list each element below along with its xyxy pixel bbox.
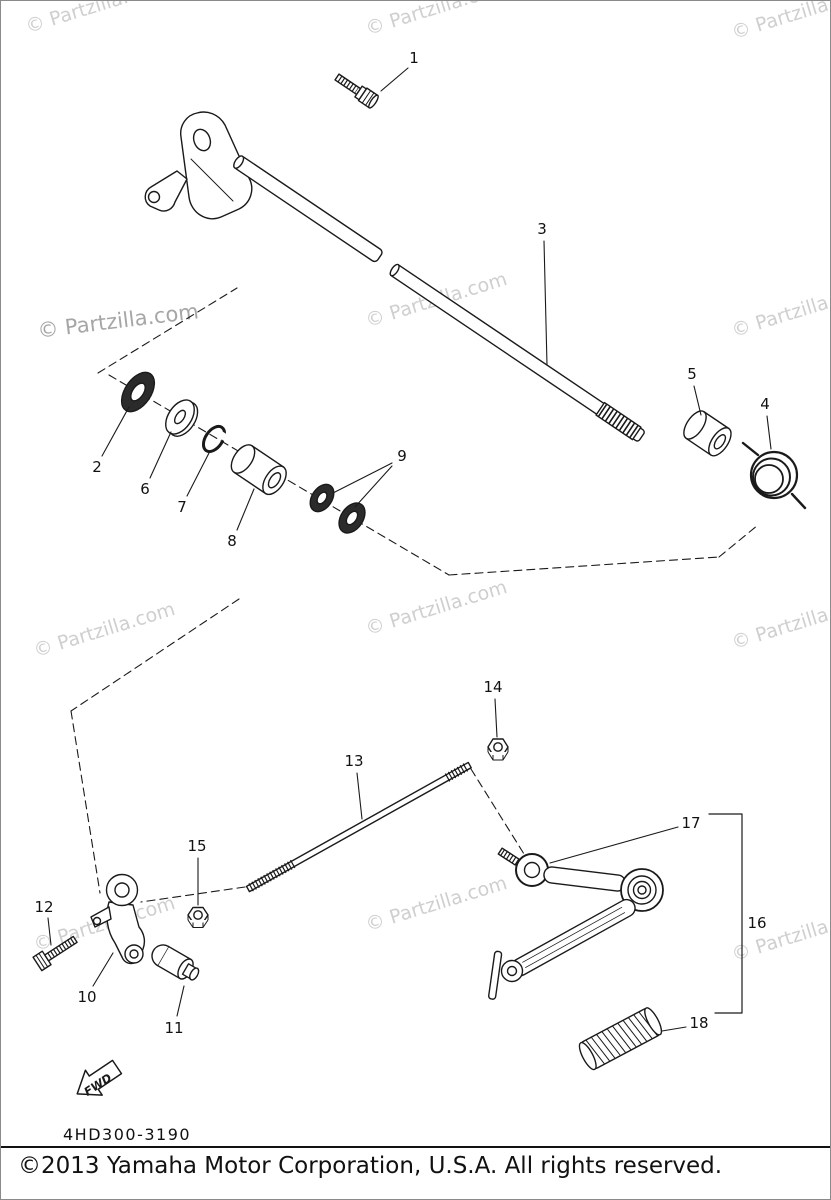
leader-line-9	[332, 462, 393, 494]
copyright-text: ©2013 Yamaha Motor Corporation, U.S.A. A…	[18, 1153, 723, 1179]
footer-divider	[1, 1146, 830, 1148]
leader-line-5	[693, 385, 702, 416]
part-11-stopper	[151, 944, 200, 981]
leader-line-6	[149, 431, 172, 479]
part-18-footpeg	[578, 1007, 663, 1071]
leader-line-13	[356, 772, 363, 820]
diagram-part-code: 4HD300-3190	[63, 1125, 192, 1144]
leader-line-1	[380, 67, 409, 92]
part-10-shift-arm	[90, 873, 146, 965]
part-callout-11: 11	[164, 1019, 184, 1037]
part-callout-10: 10	[77, 988, 97, 1006]
leader-line-14	[494, 698, 498, 738]
part-9-seal-a	[309, 483, 335, 513]
assembly-guide-lines	[70, 287, 759, 903]
part-callout-14: 14	[483, 678, 503, 696]
part-5-collar	[683, 410, 732, 457]
part-6-washer	[165, 399, 199, 437]
leader-line-8	[236, 488, 255, 531]
leader-line-17	[549, 826, 679, 864]
part-4-torsion-spring	[741, 441, 807, 510]
part-7-circlip	[201, 424, 230, 454]
part-callout-2: 2	[92, 458, 102, 476]
part-callout-17: 17	[681, 814, 701, 832]
part-callout-4: 4	[760, 395, 770, 413]
part-callout-9: 9	[397, 447, 407, 465]
part-callout-1: 1	[409, 49, 419, 67]
part-callout-12: 12	[34, 898, 54, 916]
leader-line-7	[186, 452, 210, 497]
part-callout-3: 3	[537, 220, 547, 238]
part-callout-8: 8	[227, 532, 237, 550]
group-16-bracket	[708, 813, 743, 1014]
leader-line-10	[92, 952, 114, 987]
part-8-collar	[230, 444, 287, 496]
part-3-shift-shaft	[233, 155, 645, 442]
part-13-shift-rod	[245, 761, 472, 893]
part-1-bolt	[334, 73, 379, 109]
leader-line-12	[47, 917, 52, 946]
leader-line-4	[766, 415, 772, 450]
part-callout-6: 6	[140, 480, 150, 498]
part-9-seal-b	[338, 502, 366, 534]
leader-line-3	[543, 240, 548, 366]
part-12-bolt	[32, 935, 78, 972]
part-callout-15: 15	[187, 837, 207, 855]
part-15-nut	[187, 906, 209, 928]
part-callout-7: 7	[177, 498, 187, 516]
part-17-shift-pedal	[488, 847, 664, 1000]
part-14-nut	[487, 738, 509, 761]
part-2-oil-seal	[120, 371, 156, 413]
part-callout-18: 18	[689, 1014, 709, 1032]
leader-line-11	[176, 985, 185, 1017]
leader-line-9	[354, 465, 393, 508]
part-callout-5: 5	[687, 365, 697, 383]
callout-leader-lines	[47, 67, 772, 1032]
shift-shaft-lever	[144, 111, 253, 220]
part-callout-16: 16	[747, 914, 767, 932]
leader-line-2	[101, 406, 130, 457]
leader-line-18	[661, 1026, 687, 1032]
fwd-arrow-icon	[76, 1059, 123, 1096]
part-callout-13: 13	[344, 752, 364, 770]
